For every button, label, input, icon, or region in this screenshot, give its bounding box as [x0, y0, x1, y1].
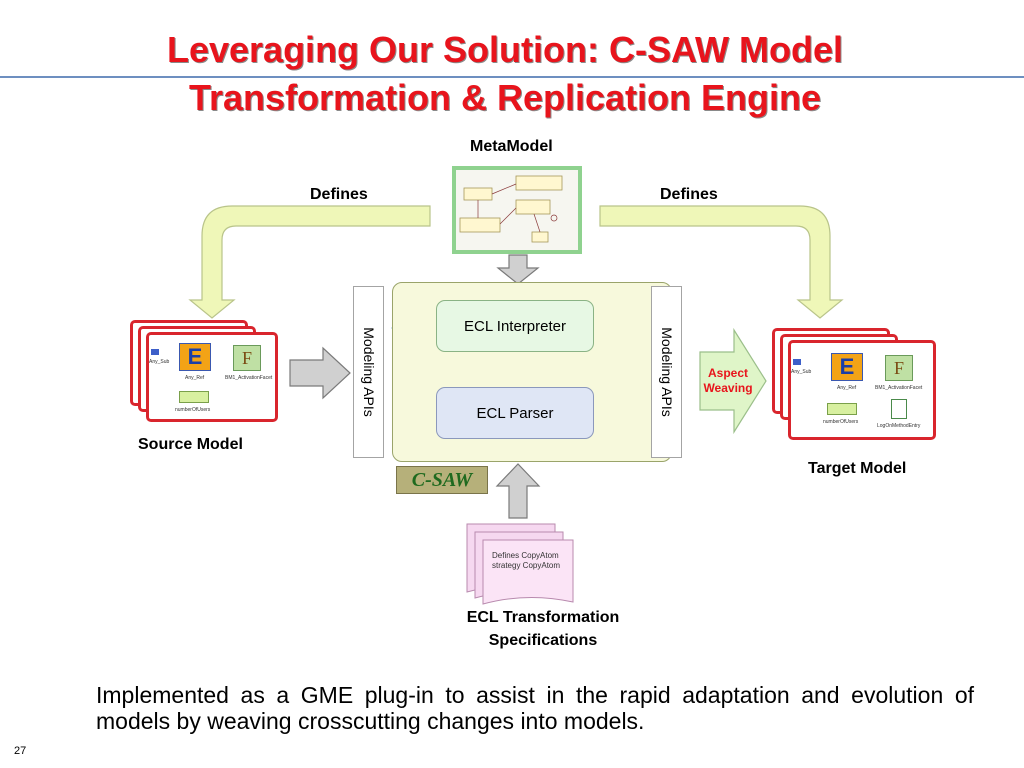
target-f-icon: F	[885, 355, 913, 381]
spec-document-line1: Defines CopyAtom	[492, 551, 559, 560]
spec-document-text: Defines CopyAtom strategy CopyAtom	[492, 551, 560, 571]
title-divider	[0, 76, 1024, 78]
target-log-icon	[891, 399, 907, 419]
ecl-interpreter-label: ECL Interpreter	[464, 317, 566, 335]
ecl-spec-label-line1: ECL Transformation	[466, 609, 620, 626]
metamodel-diagram	[452, 166, 582, 254]
aspect-weaving-line1: Aspect	[707, 366, 748, 380]
ecl-parser-label: ECL Parser	[476, 404, 554, 422]
spec-document-line2: strategy CopyAtom	[492, 561, 561, 570]
modeling-apis-right-label: Modeling APIs	[658, 327, 675, 417]
modeling-apis-right: Modeling APIs	[651, 286, 682, 458]
ecl-parser-box: ECL Parser	[436, 387, 594, 439]
defines-left-arrow	[188, 205, 431, 319]
modeling-apis-left-label: Modeling APIs	[360, 327, 377, 417]
aspect-weaving-line2: Weaving	[703, 381, 753, 395]
slide-description: Implemented as a GME plug-in to assist i…	[96, 682, 974, 734]
target-any-sub-label: Any_Sub	[791, 369, 812, 375]
source-number-icon	[179, 391, 209, 403]
source-f-caption: BM1_ActivationFacet	[225, 375, 273, 381]
target-log-caption: LogOnMethodEntry	[877, 423, 921, 429]
defines-left-label: Defines	[310, 186, 368, 203]
target-number-icon	[827, 403, 857, 415]
metamodel-down-arrow	[496, 254, 540, 285]
slide-title-line2: Transformation & Replication Engine	[188, 77, 822, 118]
target-model-label: Target Model	[808, 460, 907, 477]
page-number: 27	[14, 745, 27, 757]
target-e-icon: E	[831, 353, 863, 381]
source-any-sub-label: Any_Sub	[149, 359, 170, 365]
aspect-weaving-arrow	[699, 327, 767, 435]
spec-up-arrow	[495, 463, 541, 519]
target-f-caption: BM1_ActivationFacet	[875, 385, 923, 391]
aspect-weaving-label: Aspect Weaving	[696, 366, 760, 396]
defines-right-label: Defines	[660, 186, 718, 203]
ecl-interpreter-box: ECL Interpreter	[436, 300, 594, 352]
defines-right-arrow	[599, 205, 844, 319]
target-e-caption: Any_Ref	[837, 385, 857, 391]
modeling-apis-left: Modeling APIs	[353, 286, 384, 458]
metamodel-label: MetaModel	[470, 138, 553, 155]
csaw-logo: C-SAW	[396, 466, 488, 494]
source-e-caption: Any_Ref	[185, 375, 205, 381]
spec-document-stack	[466, 523, 574, 605]
source-any-sub-icon	[151, 349, 159, 355]
target-number-caption: numberOfUsers	[823, 419, 859, 425]
source-model-card: Any_Sub E Any_Ref F BM1_ActivationFacet …	[146, 332, 278, 422]
source-model-label: Source Model	[138, 436, 243, 453]
metamodel-uml-icon	[459, 175, 563, 243]
source-number-caption: numberOfUsers	[175, 407, 211, 413]
target-model-card: Any_Sub E Any_Ref F BM1_ActivationFacet …	[788, 340, 936, 440]
slide-title-line1: Leveraging Our Solution: C-SAW Model	[166, 29, 843, 70]
ecl-spec-label-line2: Specifications	[488, 632, 598, 649]
ecl-spec-label: ECL Transformation Specifications	[430, 606, 656, 652]
source-to-core-arrow	[289, 346, 351, 400]
source-e-icon: E	[179, 343, 211, 371]
target-any-sub-icon	[793, 359, 801, 365]
source-f-icon: F	[233, 345, 261, 371]
